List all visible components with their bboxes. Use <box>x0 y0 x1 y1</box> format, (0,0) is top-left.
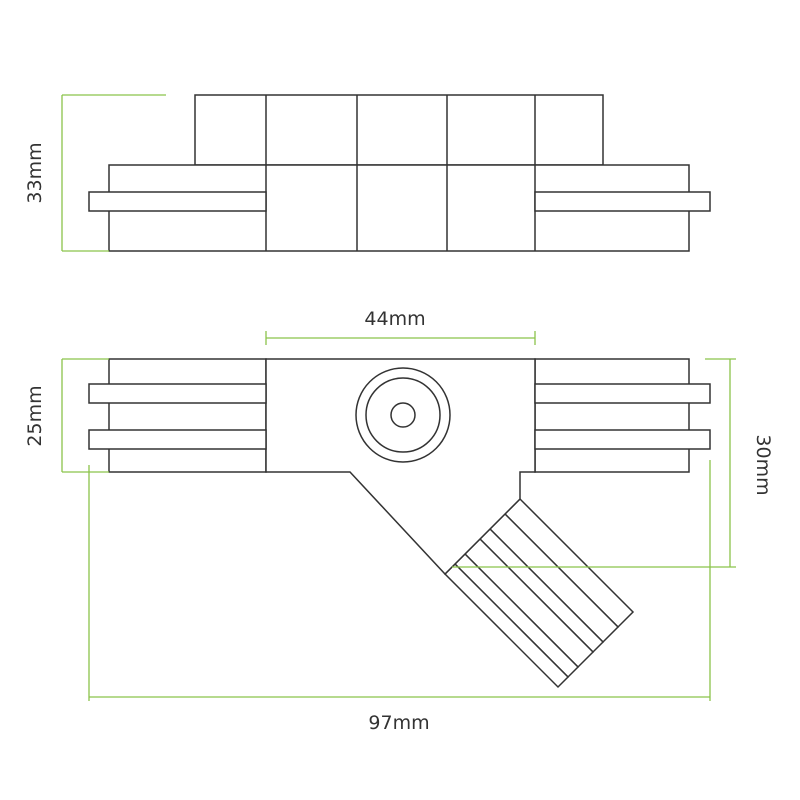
dimension-30mm: 30mm <box>452 358 774 568</box>
center-hole <box>390 402 416 428</box>
dimension-97mm: 97mm <box>88 460 711 734</box>
plan-view-left-pin-lower <box>88 429 267 450</box>
dimension-label-97mm: 97mm <box>368 712 429 734</box>
plan-view-left-block <box>108 358 267 473</box>
dimension-33mm: 33mm <box>24 94 166 252</box>
plan-view-right-pin-upper <box>534 383 711 404</box>
dimension-label-30mm: 30mm <box>752 434 774 495</box>
dimension-label-25mm: 25mm <box>24 385 46 446</box>
plan-view <box>88 358 711 689</box>
dimension-44mm: 44mm <box>265 308 536 345</box>
side-view-left-pin <box>88 191 267 212</box>
side-view <box>88 94 711 252</box>
side-view-upper-block <box>194 94 604 166</box>
dimension-label-44mm: 44mm <box>364 308 425 330</box>
plan-view-left-pin-upper <box>88 383 267 404</box>
plan-view-branch-arm <box>443 497 635 689</box>
dimension-25mm: 25mm <box>24 358 109 473</box>
dimension-label-33mm: 33mm <box>24 142 46 203</box>
plan-view-right-block <box>534 358 690 473</box>
side-view-right-pin <box>534 191 711 212</box>
plan-view-right-pin-lower <box>534 429 711 450</box>
